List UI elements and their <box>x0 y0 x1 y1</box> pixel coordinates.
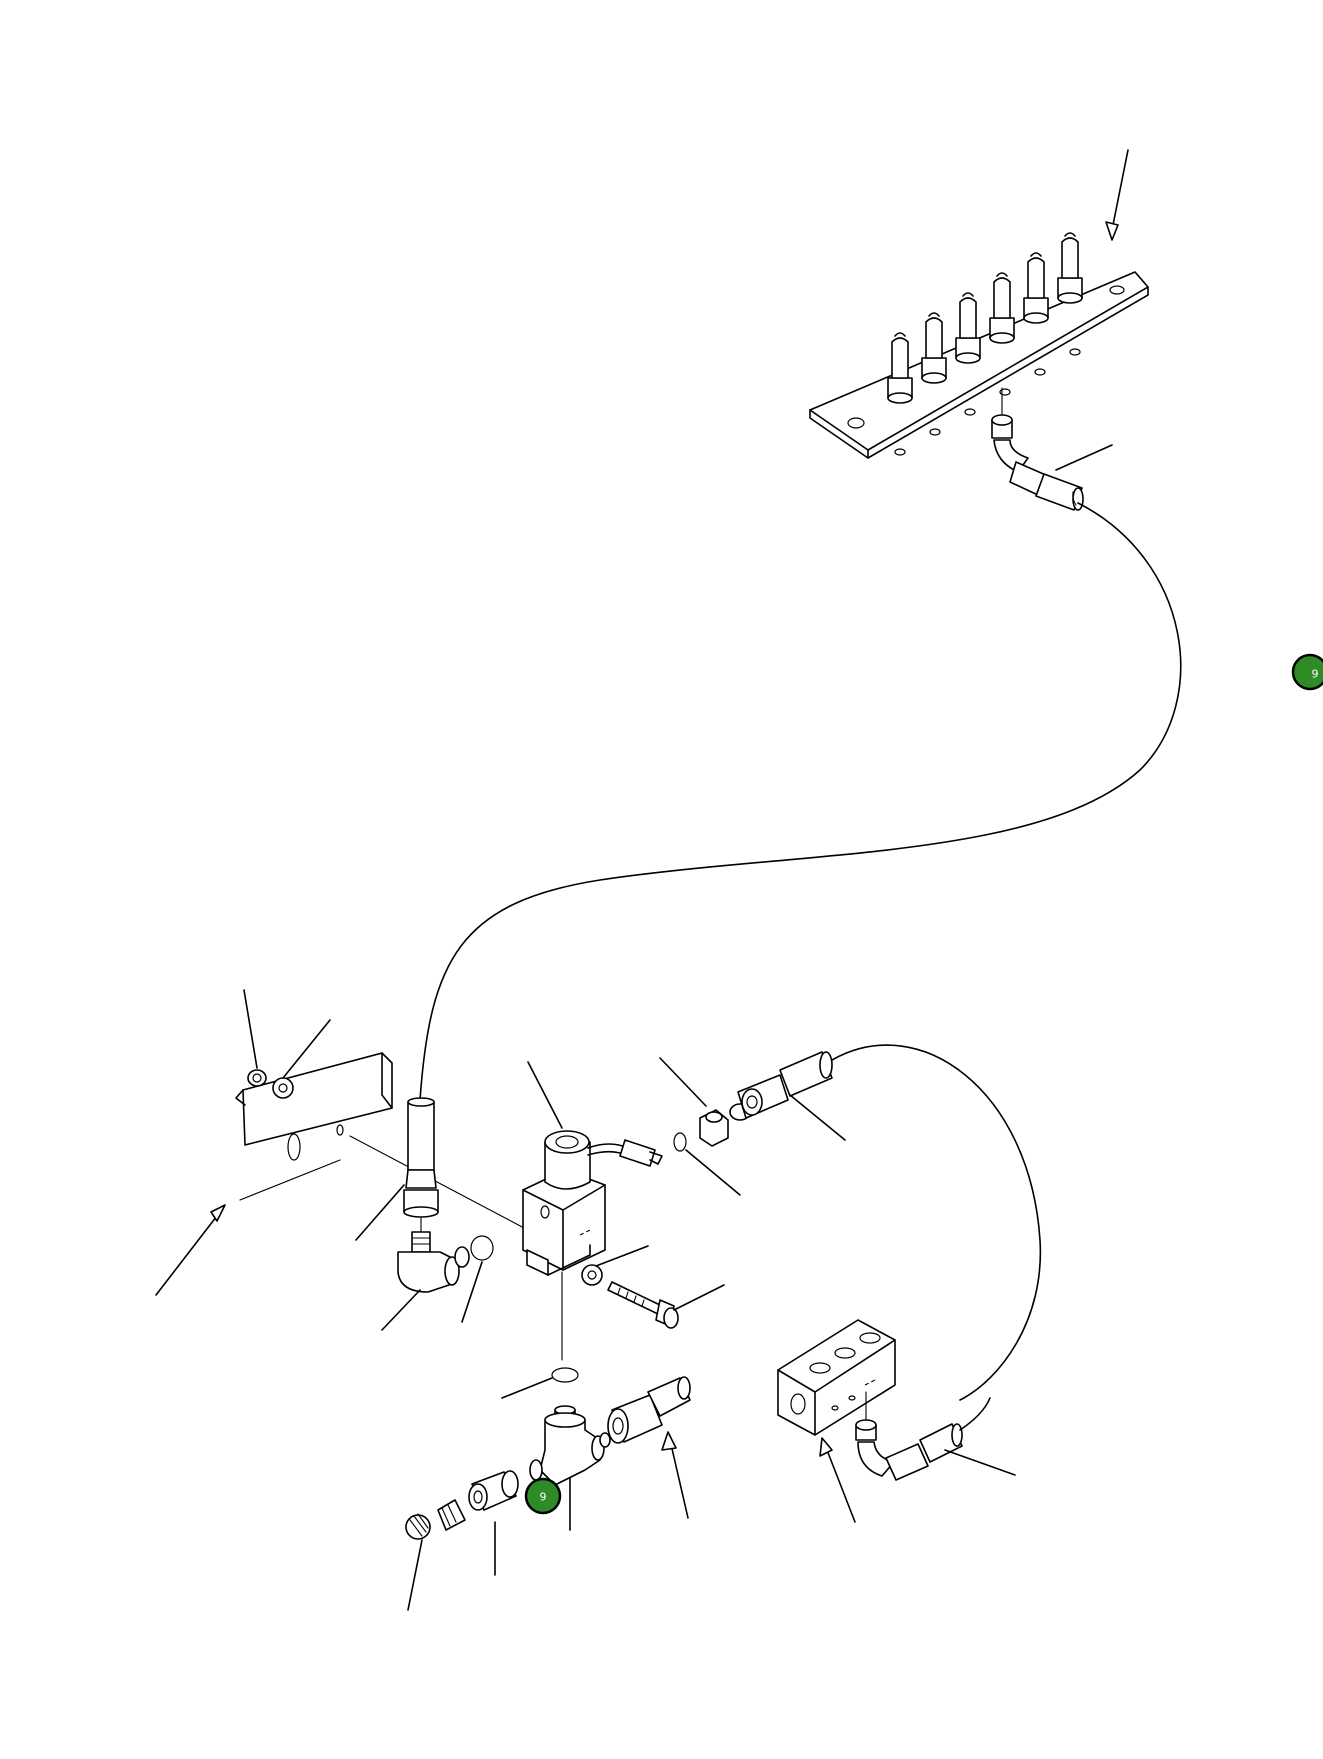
leader-elbow <box>381 1289 421 1331</box>
block-port-3 <box>859 1332 881 1344</box>
hose-right-loop <box>831 1044 1042 1401</box>
block-port-2 <box>834 1347 856 1359</box>
solenoid-valve <box>522 1061 663 1276</box>
manifold-plate-assembly <box>809 149 1149 459</box>
leader-plug <box>407 1539 423 1611</box>
tee-left-parts <box>405 1470 519 1611</box>
distribution-block <box>777 1319 896 1523</box>
leader-manifold <box>1111 149 1129 231</box>
callout-badge-right-label: 9 <box>1312 668 1319 681</box>
leader-valve-washer <box>595 1245 649 1267</box>
tee-plug <box>437 1499 466 1531</box>
leader-vertical-hose <box>355 1184 405 1241</box>
leader-block <box>824 1444 856 1523</box>
block-side-port <box>790 1393 806 1415</box>
leader-elbow-hose <box>1055 444 1113 471</box>
valve-right-fittings <box>659 1044 1042 1401</box>
mounting-bracket <box>235 989 393 1161</box>
bracket-hole-small <box>336 1124 344 1136</box>
long-tube <box>419 502 1182 1101</box>
manifold-fitting-5 <box>1023 252 1049 324</box>
manifold-fitting-1 <box>887 332 913 404</box>
manifold-fitting-4 <box>989 272 1015 344</box>
leader-hose-nut <box>789 1094 846 1141</box>
bracket-washer <box>272 1077 294 1099</box>
leader-nut <box>243 989 258 1069</box>
leader-o-ring <box>461 1261 483 1323</box>
manifold-fitting-2 <box>921 312 947 384</box>
manifold-elbow-hose <box>991 387 1113 511</box>
plate-mount-hole-right <box>1109 285 1125 295</box>
elbow-o-ring <box>470 1235 494 1261</box>
valve-bolt-assembly <box>581 1245 725 1329</box>
bracket-hole-large <box>287 1133 301 1161</box>
manifold-fitting-3 <box>955 292 981 364</box>
callout-badge-right[interactable]: 9 <box>1291 653 1323 691</box>
leader-adapter <box>659 1057 707 1107</box>
leader-solenoid <box>527 1061 563 1129</box>
bracket-centerline <box>239 1159 341 1201</box>
leader-right-sleeve <box>669 1439 689 1519</box>
bracket-nut <box>247 1069 267 1087</box>
leader-block-hose <box>944 1449 1016 1476</box>
plate-mount-hole-left <box>847 417 865 429</box>
leader-bracket <box>155 1211 221 1296</box>
plate-bolt-stubs <box>894 348 1081 456</box>
leader-o-ring-right <box>685 1149 741 1196</box>
tee-fitting-assembly <box>501 1367 605 1531</box>
vertical-hose-elbow <box>355 1097 494 1331</box>
block-elbow-hose <box>855 1391 1016 1481</box>
tee-o-ring <box>551 1367 579 1383</box>
callout-badge-tee[interactable]: 9 <box>524 1477 562 1515</box>
leader-tee-o-ring <box>501 1377 553 1399</box>
leader-valve-bolt <box>673 1284 725 1311</box>
tee-right-sleeve <box>599 1376 691 1519</box>
leader-washer <box>282 1019 331 1079</box>
manifold-fitting-6 <box>1057 232 1083 304</box>
callout-badge-tee-label: 9 <box>540 1491 547 1504</box>
block-port-1 <box>809 1362 831 1374</box>
valve-o-ring-right <box>673 1132 687 1152</box>
